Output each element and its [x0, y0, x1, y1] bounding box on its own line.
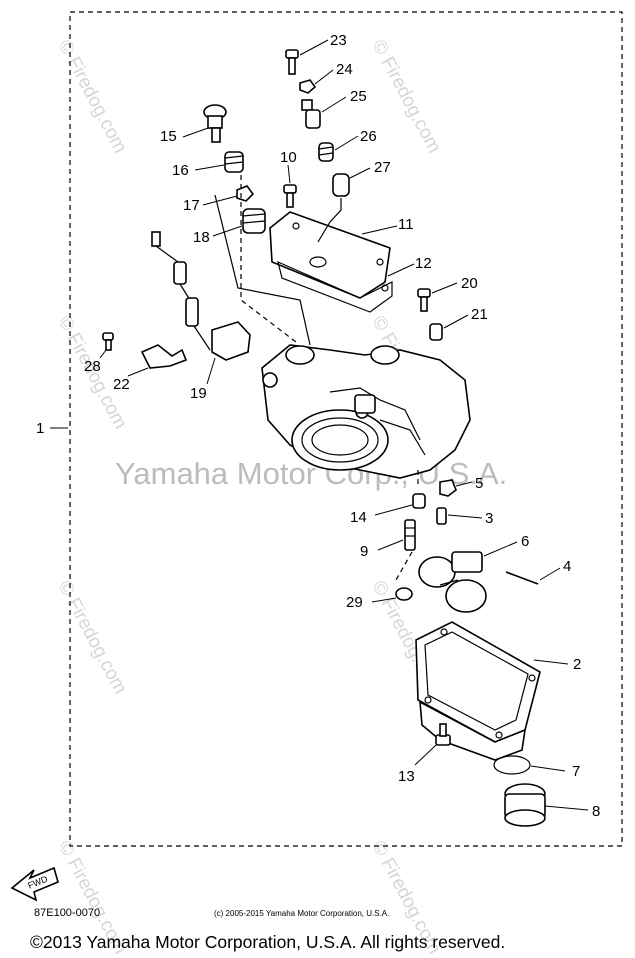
nut-24: 24	[299, 61, 353, 94]
svg-text:29: 29	[346, 594, 363, 611]
svg-text:27: 27	[374, 159, 391, 176]
svg-text:24: 24	[336, 61, 353, 78]
carburetor-body	[261, 344, 471, 479]
assembly-code: 87E100-0070	[34, 907, 101, 919]
main-jet-9: 9	[360, 519, 416, 560]
copyright-small: (c) 2005-2015 Yamaha Motor Corporation, …	[214, 909, 390, 918]
svg-text:12: 12	[415, 255, 432, 272]
svg-text:19: 19	[190, 385, 207, 402]
svg-text:3: 3	[485, 510, 493, 527]
spring-21: 21	[429, 306, 488, 341]
copyright-footer: ©2013 Yamaha Motor Corporation, U.S.A. A…	[30, 932, 506, 952]
svg-text:8: 8	[592, 803, 600, 820]
washer-17: 17	[183, 185, 255, 214]
spring-16: 16	[172, 151, 244, 179]
screw-13: 13	[398, 723, 451, 785]
spring-26: 26	[318, 128, 377, 162]
drain-plug-8: 8	[504, 783, 600, 827]
svg-text:2: 2	[573, 656, 581, 673]
screw-20: 20	[417, 275, 478, 312]
jet-14: 14	[350, 493, 426, 526]
assembly-frame	[69, 11, 623, 847]
svg-text:21: 21	[471, 306, 488, 323]
starter-cable-19: 19	[151, 231, 251, 402]
svg-text:20: 20	[461, 275, 478, 292]
svg-text:28: 28	[84, 358, 101, 375]
guide-line-1	[240, 175, 297, 343]
valve-29: 29	[346, 587, 413, 611]
float-6: 6	[418, 533, 529, 613]
svg-text:11: 11	[398, 216, 414, 233]
svg-text:18: 18	[193, 229, 210, 246]
screw-5: 5	[439, 475, 483, 497]
screw-10: 10	[280, 149, 297, 208]
svg-text:9: 9	[360, 543, 368, 560]
callout-11: 11	[361, 216, 414, 235]
svg-text:14: 14	[350, 509, 367, 526]
watermark-2: © Firedog.com	[368, 36, 445, 156]
svg-text:13: 13	[398, 768, 415, 785]
diaphragm-cover	[269, 211, 393, 313]
bracket-22: 22	[113, 344, 188, 393]
needle-jet-3: 3	[436, 507, 493, 527]
svg-text:6: 6	[521, 533, 529, 550]
svg-text:25: 25	[350, 88, 367, 105]
svg-text:16: 16	[172, 162, 189, 179]
svg-text:15: 15	[160, 128, 177, 145]
guide-line-3	[395, 551, 413, 581]
spring-18: 18	[193, 194, 311, 346]
fwd-arrow-icon: FWD	[10, 866, 59, 902]
screw-23: 23	[285, 32, 347, 75]
watermark-1: © Firedog.com	[54, 36, 131, 156]
pin-4: 4	[505, 558, 571, 585]
screw-15: 15	[160, 104, 227, 145]
svg-text:5: 5	[475, 475, 483, 492]
svg-text:10: 10	[280, 149, 297, 166]
svg-text:17: 17	[183, 197, 200, 214]
svg-text:7: 7	[572, 763, 580, 780]
callout-1: 1	[36, 420, 68, 437]
svg-text:22: 22	[113, 376, 130, 393]
o-ring-7: 7	[493, 755, 580, 780]
watermark-5: © Firedog.com	[54, 577, 131, 697]
plunger-27: 27	[317, 159, 391, 243]
float-bowl-2: 2	[415, 621, 581, 761]
svg-text:23: 23	[330, 32, 347, 49]
svg-text:1: 1	[36, 420, 44, 437]
screw-25: 25	[301, 88, 367, 129]
watermark-layer: © Firedog.com © Firedog.com © Firedog.co…	[54, 36, 508, 957]
callout-12: 12	[387, 255, 432, 277]
screw-28: 28	[84, 332, 114, 375]
svg-text:4: 4	[563, 558, 571, 575]
svg-text:26: 26	[360, 128, 377, 145]
